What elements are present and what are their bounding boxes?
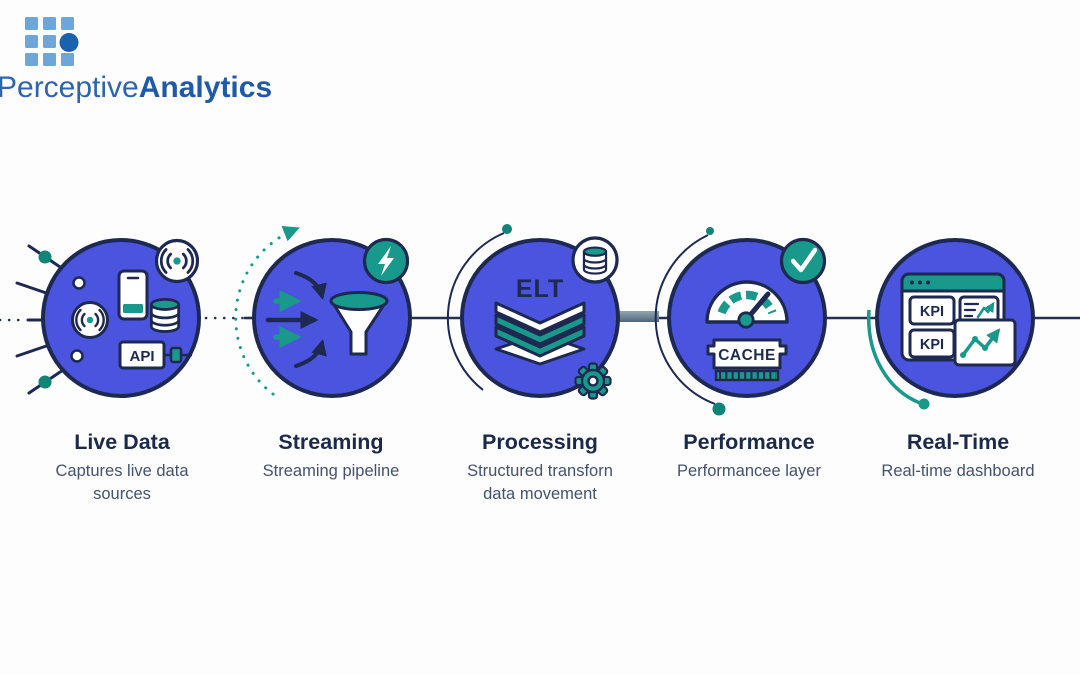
database-badge — [571, 236, 619, 284]
edge-node-dot — [70, 349, 84, 363]
window-dots-icon — [910, 280, 930, 285]
arc-dot — [712, 402, 726, 416]
logo-grid-icon — [25, 17, 79, 66]
stage-subtitle-line1: Captures live data — [56, 462, 190, 480]
stage-circle-streaming — [252, 238, 412, 398]
kpi-label-2: KPI — [920, 337, 944, 353]
stage-title-live-data: Live Data — [74, 430, 171, 454]
api-label: API — [129, 348, 154, 365]
mini-report-icon — [958, 295, 1000, 326]
brand-name-regular: Perceptive — [0, 71, 139, 104]
stage-subtitle-line1: Structured transforn — [467, 462, 613, 480]
database-icon — [149, 298, 181, 333]
stage-title-streaming: Streaming — [278, 430, 383, 454]
cache-label: CACHE — [718, 347, 776, 364]
dashboard-window-icon: KPI KPI — [900, 272, 1017, 367]
stage-subtitle: Real-time dashboard — [881, 462, 1034, 480]
flow-arrows-icon — [265, 271, 327, 368]
stage-title-performance: Performance — [683, 430, 814, 454]
trend-chart-icon — [953, 318, 1017, 367]
speedometer-icon — [705, 280, 789, 329]
lightning-icon — [378, 246, 394, 276]
layer-stack-icon — [494, 301, 586, 366]
stage-real-time: KPI KPI Real-Time Real-time das — [867, 238, 1035, 480]
swoosh-arc — [867, 309, 921, 405]
stage-subtitle: Streaming pipeline — [263, 462, 400, 480]
signal-badge — [154, 238, 200, 284]
kpi-label-1: KPI — [920, 304, 944, 320]
brand-logo: PerceptiveAnalytics — [0, 17, 272, 104]
cache-chip-icon: CACHE — [706, 338, 788, 382]
connector-slate-bar — [619, 311, 659, 322]
brand-name-bold: Analytics — [139, 71, 272, 104]
lightning-badge — [362, 237, 410, 285]
edge-node-dot — [72, 276, 86, 290]
stage-live-data: API Live Data Captures live data sources — [15, 238, 201, 503]
smartphone-icon — [117, 269, 149, 321]
check-badge — [779, 237, 827, 285]
thin-arc — [654, 234, 716, 405]
stage-performance: CACHE Performance Performancee layer — [654, 227, 827, 480]
thin-arc — [446, 232, 505, 391]
stage-subtitle: Performancee layer — [677, 462, 821, 480]
logo-dot-icon — [59, 33, 79, 52]
stage-circle-processing — [460, 238, 620, 398]
stage-streaming: Streaming Streaming pipeline — [234, 225, 412, 480]
gear-icon — [574, 362, 612, 400]
api-plug-icon: API — [118, 340, 192, 370]
stage-subtitle-line2: sources — [93, 485, 151, 503]
funnel-icon — [329, 291, 389, 356]
needle-hub — [737, 311, 755, 329]
stage-processing: ELT Processing Structured transforn data… — [446, 224, 620, 503]
stage-title-real-time: Real-Time — [907, 430, 1009, 454]
elt-label: ELT — [516, 275, 564, 303]
kpi-box-2: KPI — [908, 328, 956, 359]
stage-subtitle-line2: data movement — [483, 485, 597, 503]
kpi-box-1: KPI — [908, 295, 956, 326]
brand-wordmark: PerceptiveAnalytics — [0, 71, 272, 104]
swoosh-dot — [918, 398, 930, 410]
database-badge-icon — [582, 246, 608, 275]
stage-title-processing: Processing — [482, 430, 598, 454]
dotted-arc-arrow — [234, 225, 300, 399]
check-icon — [790, 247, 818, 273]
signal-icon — [71, 301, 109, 339]
arc-dot — [502, 224, 512, 234]
arc-dot — [706, 227, 714, 235]
window-titlebar — [900, 272, 1006, 293]
